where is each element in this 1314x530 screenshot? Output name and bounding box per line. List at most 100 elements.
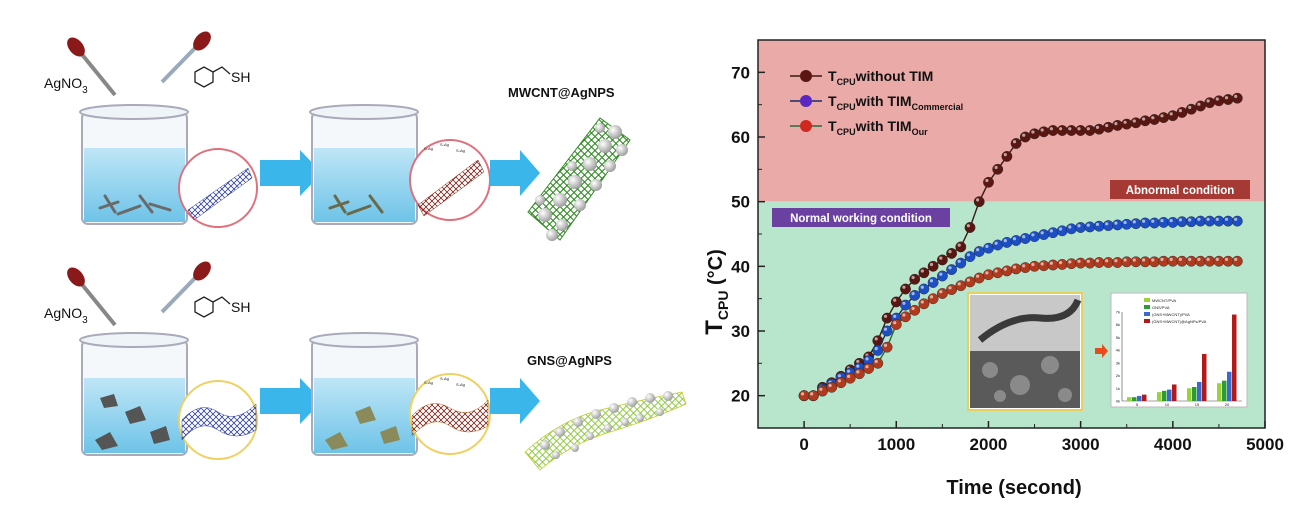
data-point — [1204, 255, 1216, 267]
normal-condition-label: Normal working condition — [790, 213, 932, 225]
data-point-highlight — [1123, 220, 1127, 225]
svg-text:SH: SH — [231, 69, 250, 85]
inset-bar — [1137, 395, 1142, 401]
data-point-highlight — [1031, 233, 1035, 237]
x-axis-title: Time (second) — [946, 477, 1081, 499]
data-point — [1130, 218, 1142, 230]
data-point — [1195, 100, 1206, 112]
data-point — [1121, 256, 1133, 268]
y-tick-label: 20 — [731, 387, 750, 406]
data-point-highlight — [800, 392, 805, 396]
data-point-highlight — [865, 357, 869, 361]
data-point — [955, 241, 967, 253]
data-point-highlight — [810, 392, 814, 396]
abnormal-condition-box: Abnormal condition — [1110, 180, 1250, 199]
data-point-highlight — [902, 313, 906, 317]
data-point — [1075, 257, 1086, 269]
data-point-highlight — [1059, 261, 1063, 265]
data-point-highlight — [1188, 257, 1192, 261]
data-point — [817, 385, 828, 397]
data-point — [909, 289, 921, 301]
inset-bar — [1172, 384, 1177, 401]
data-point-highlight — [1095, 125, 1100, 129]
data-point-highlight — [874, 359, 878, 364]
inset-bar — [1187, 388, 1192, 401]
data-point-highlight — [883, 327, 888, 331]
data-point — [863, 363, 875, 374]
inset-bar — [1162, 390, 1167, 401]
data-point — [1231, 92, 1243, 104]
inset-bar — [1217, 383, 1222, 401]
svg-text:GNS/PVA: GNS/PVA — [1152, 305, 1170, 310]
data-point-highlight — [1095, 259, 1100, 263]
data-point — [826, 381, 838, 393]
data-point — [973, 196, 985, 208]
svg-text:(GNS+MWCNT)@AgNPs/PVA: (GNS+MWCNT)@AgNPs/PVA — [1152, 319, 1207, 324]
data-point-highlight — [1160, 257, 1164, 261]
data-point-highlight — [1169, 257, 1173, 261]
data-point-highlight — [1142, 219, 1146, 223]
cpu-temperature-chart: Abnormal condition Normal working condit… — [690, 0, 1314, 525]
data-point — [1148, 256, 1160, 268]
x-tick-label: 4000 — [1154, 435, 1192, 454]
data-point-highlight — [1169, 112, 1173, 116]
svg-text:(GNS+MWCNT)/PVA: (GNS+MWCNT)/PVA — [1152, 312, 1190, 317]
inset-legend: MWCNT/PVA GNS/PVA (GNS+MWCNT)/PVA (GNS+M… — [1144, 298, 1207, 324]
data-point-highlight — [1031, 262, 1035, 267]
data-point — [881, 341, 893, 353]
data-point-highlight — [1188, 218, 1192, 222]
data-point-highlight — [1178, 257, 1182, 261]
data-point — [1102, 121, 1114, 133]
data-point — [946, 284, 957, 295]
data-point — [1176, 255, 1188, 267]
inset-bar — [1227, 371, 1232, 401]
svg-text:S-Ag: S-Ag — [456, 382, 465, 387]
inset-bar — [1202, 353, 1207, 401]
data-point — [983, 269, 994, 281]
data-point — [1102, 257, 1114, 268]
data-point — [1038, 260, 1050, 272]
data-point-highlight — [1105, 123, 1109, 128]
data-point-highlight — [966, 278, 970, 282]
data-point — [1231, 215, 1243, 227]
row2-gns-zoom-circle — [178, 380, 258, 460]
data-point — [1167, 255, 1179, 267]
data-point — [1065, 258, 1077, 270]
data-point — [1047, 259, 1059, 271]
data-point-highlight — [893, 298, 897, 302]
data-point-highlight — [976, 248, 980, 252]
inset-x-tick-label: 15 — [1195, 402, 1200, 407]
data-point-highlight — [911, 275, 915, 280]
data-point-highlight — [966, 253, 970, 257]
data-point — [1185, 216, 1197, 228]
data-point — [1222, 255, 1234, 267]
data-point — [1112, 219, 1123, 231]
data-point-highlight — [1114, 221, 1118, 225]
row1-arrow-2 — [490, 150, 540, 196]
row2-reagent-agno3: AgNO3 — [44, 305, 88, 326]
inset-y-tick-label: 6k — [1116, 322, 1120, 327]
data-point — [1102, 220, 1114, 232]
inset-bar — [1167, 389, 1172, 401]
data-point — [936, 270, 948, 282]
data-point-highlight — [957, 282, 961, 286]
inset-y-tick-label: 2k — [1116, 373, 1120, 378]
data-point-highlight — [1197, 217, 1201, 221]
inset-bar — [1197, 381, 1202, 401]
data-point — [992, 163, 1004, 175]
data-point — [1139, 115, 1151, 127]
data-point-highlight — [976, 198, 980, 202]
row2-arrow-2 — [490, 378, 540, 424]
data-point-highlight — [1224, 217, 1229, 221]
data-point-highlight — [1059, 227, 1063, 231]
row1-cnt-zoom-circle — [178, 148, 258, 228]
data-point-highlight — [1022, 133, 1026, 137]
data-point-highlight — [1160, 219, 1164, 223]
data-point — [1231, 255, 1243, 267]
row2-aggns-zoom-circle: S-Ag S-Ag S-Ag — [409, 373, 491, 455]
data-point-highlight — [985, 178, 989, 183]
data-point — [890, 296, 902, 308]
inset-y-tick-label: 5k — [1116, 335, 1120, 340]
